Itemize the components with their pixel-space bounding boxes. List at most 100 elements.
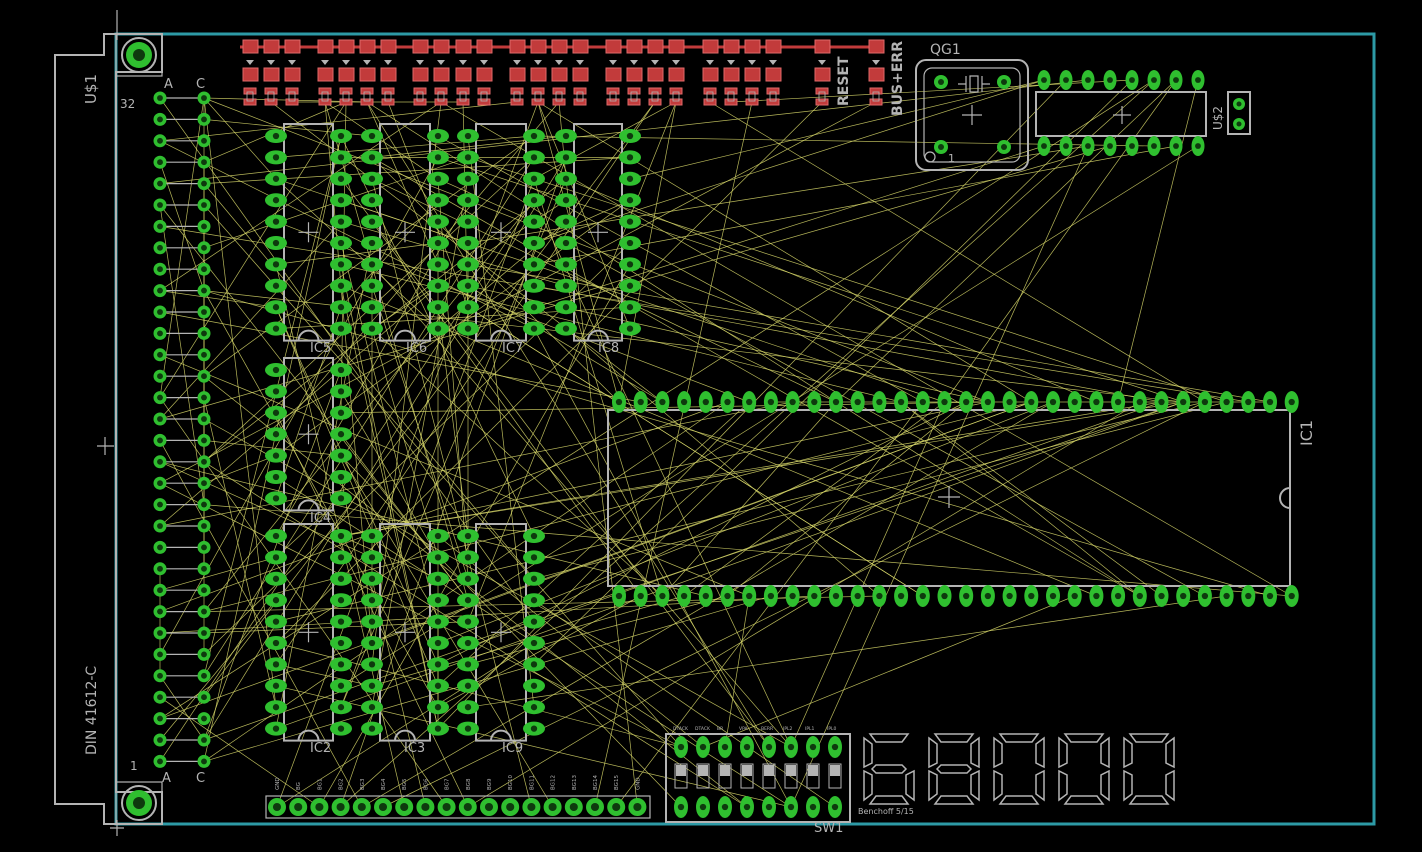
oscillator-qg1[interactable]: [915, 59, 1029, 171]
cpu-pin: [1219, 391, 1234, 413]
pin-32-label: 32: [120, 97, 135, 111]
chip-ic9[interactable]: [457, 523, 545, 742]
cpu-ic1[interactable]: [607, 391, 1299, 607]
connector-pin-c: [197, 369, 211, 383]
led-resistor-strip[interactable]: [240, 39, 885, 106]
chip-ic8[interactable]: [555, 123, 641, 342]
connector-pin-c: [197, 540, 211, 554]
digit-segment: [863, 769, 873, 802]
header-pin: [289, 798, 308, 816]
chip-pin: [265, 405, 287, 420]
header-pin-label: BG5: [402, 778, 408, 790]
chip-pin: [427, 300, 449, 315]
chip-pin: [265, 470, 287, 484]
chip-pin: [619, 257, 641, 272]
chip-pin: [1191, 136, 1205, 156]
chip-pin: [457, 700, 479, 715]
cpu-pin: [1089, 585, 1104, 607]
switch-label: BR: [717, 726, 723, 732]
cpu-pin: [677, 391, 692, 413]
chip-pin: [555, 214, 577, 229]
header-pin: [416, 798, 435, 816]
chip-pin: [265, 427, 287, 442]
header-pin-label: BG2: [339, 779, 345, 790]
chip-pin: [361, 321, 383, 336]
header-pin: [352, 798, 371, 816]
cpu-pin: [1197, 585, 1212, 607]
chip-pin: [619, 300, 641, 315]
cpu-pin: [1067, 585, 1082, 607]
connector-pin-c: [197, 412, 211, 426]
chip-ic3[interactable]: [361, 523, 449, 742]
switch-label: IPL1: [805, 726, 815, 732]
chip-ic2[interactable]: [265, 523, 352, 742]
header-pin: [607, 798, 626, 816]
chip-pin: [265, 257, 287, 272]
switch-pin: [718, 796, 732, 818]
chip-ic4[interactable]: [265, 357, 352, 512]
chip-pin: [555, 257, 577, 272]
chip-pin: [457, 321, 479, 336]
chip-ic6[interactable]: [361, 123, 449, 342]
chip-pin: [457, 593, 479, 608]
bus-err-label: BUS+ERR: [890, 41, 906, 116]
chip-pin: [265, 657, 287, 672]
cpu-pin: [915, 585, 930, 607]
switch-label: IPL0: [827, 726, 837, 732]
chip-pin: [427, 529, 449, 543]
digit-segment: [1128, 795, 1170, 805]
digit-segment: [870, 764, 908, 774]
din-connector[interactable]: [54, 33, 211, 825]
chip-ic5[interactable]: [265, 123, 352, 342]
connector-pin-c: [197, 262, 211, 276]
row-c-label-bottom: C: [196, 771, 205, 786]
cpu-pin: [1132, 391, 1147, 413]
credit-label: Benchoff 5/15: [858, 807, 914, 816]
connector-pin-c: [197, 198, 211, 212]
cpu-pin: [980, 585, 995, 607]
digit-segment: [1035, 769, 1045, 802]
dip-top-right[interactable]: [1035, 70, 1207, 156]
oscillator-pin1-label: 1: [948, 152, 955, 165]
digit-segment: [933, 795, 975, 805]
cpu-pin: [1176, 585, 1191, 607]
chip-pin: [361, 214, 383, 229]
header-pin-label: BG10: [508, 775, 514, 790]
digit-segment: [1063, 733, 1105, 743]
switch-pin: [740, 796, 754, 818]
digit-segment: [868, 795, 910, 805]
switch-pin: [740, 736, 754, 758]
connector-pin-c: [197, 498, 211, 512]
header-pin-label: BG8: [466, 778, 472, 790]
chip-pin: [1059, 136, 1073, 156]
switch-pin: [784, 736, 798, 758]
chip-pin: [457, 678, 479, 693]
chip-ic7[interactable]: [457, 123, 545, 342]
chip-pin: [361, 150, 383, 165]
chip-pin: [330, 657, 352, 672]
ic7-label: IC7: [502, 341, 523, 356]
cpu-pin: [655, 585, 670, 607]
chip-pin: [555, 193, 577, 208]
reset-label: RESET: [836, 56, 852, 106]
chip-pin: [265, 593, 287, 608]
connector-pin-a: [153, 112, 167, 126]
switch-pin: [718, 736, 732, 758]
connector-pin-c: [197, 112, 211, 126]
connector-pin-c: [197, 433, 211, 447]
cpu-pin: [677, 585, 692, 607]
chip-pin: [361, 571, 383, 586]
jumper-u2[interactable]: [1227, 91, 1251, 135]
digit-segment: [933, 733, 975, 743]
header-pin: [586, 798, 604, 816]
cpu-pin: [1263, 391, 1277, 413]
connector-pin-a: [153, 284, 167, 298]
chip-pin: [265, 550, 287, 565]
chip-pin: [265, 236, 287, 250]
chip-pin: [427, 236, 449, 250]
chip-pin: [361, 700, 383, 715]
chip-pin: [265, 278, 287, 293]
